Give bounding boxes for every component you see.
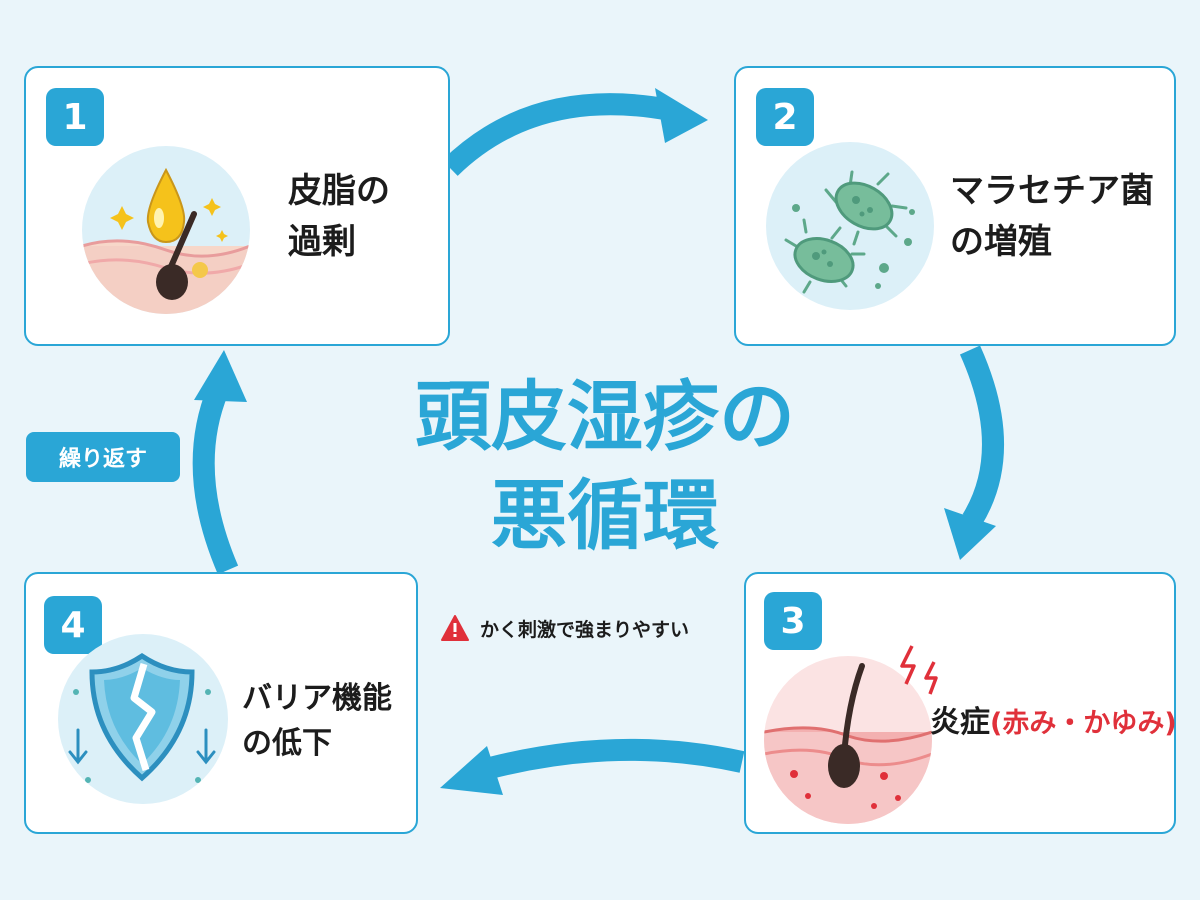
step-card-1: 1 皮脂の 過剰	[24, 66, 450, 346]
step-label-line2: の低下	[242, 726, 332, 761]
step-card-2: 2 マラセチア菌 の増殖	[734, 66, 1176, 346]
title-line1: 頭皮湿疹の	[415, 372, 795, 461]
step-label: 皮脂の 過剰	[288, 166, 390, 268]
arrow-2-to-3	[959, 345, 1004, 526]
arrowhead-4	[194, 350, 247, 402]
step-label-line1: マラセチア菌	[950, 171, 1154, 211]
step-label: バリア機能 の低下	[242, 676, 392, 766]
step-number-badge: 3	[764, 592, 822, 650]
step-card-3: 3 炎症(赤み・かゆみ)	[744, 572, 1177, 834]
diagram-title: 頭皮湿疹の 悪循環	[350, 368, 860, 566]
step-number-badge: 2	[756, 88, 814, 146]
arrow-1-to-2	[442, 93, 672, 176]
step-card-4: 4 バリア機能 の低下	[24, 572, 418, 834]
step-label-line2: の増殖	[950, 222, 1052, 262]
step-label-line1: 皮脂の	[288, 171, 390, 211]
step-label-sub: (赤み・かゆみ)	[990, 708, 1177, 739]
step-number-badge: 4	[44, 596, 102, 654]
repeat-label: 繰り返す	[26, 432, 180, 482]
sebum-droplet-icon	[82, 146, 250, 314]
spark-icon	[900, 645, 938, 695]
step-label-main: 炎症	[930, 705, 990, 740]
step-label: 炎症(赤み・かゆみ)	[930, 700, 1177, 745]
arrowhead-1	[655, 88, 708, 143]
warning-text: かく刺激で強まりやすい	[480, 618, 690, 641]
step-label-line1: バリア機能	[242, 681, 392, 716]
arrow-4-to-1	[192, 385, 239, 575]
step-label: マラセチア菌 の増殖	[950, 166, 1154, 268]
step-number-badge: 1	[46, 88, 104, 146]
step-label-line2: 過剰	[288, 222, 356, 262]
cracked-shield-icon	[58, 634, 228, 804]
arrowhead-3	[440, 746, 503, 795]
arrowhead-2	[944, 508, 996, 560]
title-line2: 悪循環	[491, 470, 719, 560]
warning-icon	[441, 615, 469, 641]
warning-note: かく刺激で強まりやすい	[440, 614, 689, 642]
arrow-3-to-4	[487, 738, 745, 779]
malassezia-bacteria-icon	[766, 142, 934, 310]
